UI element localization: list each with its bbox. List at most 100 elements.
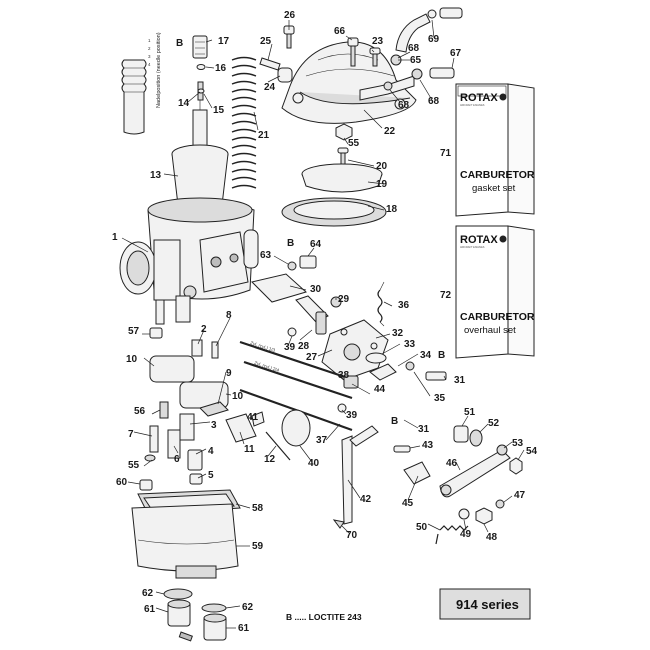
callout-47: 47 (514, 490, 526, 501)
part-65-washer (383, 81, 393, 91)
callout-63: 63 (260, 250, 272, 261)
callout-42: 42 (360, 494, 372, 505)
callout-35: 35 (434, 393, 446, 404)
callout-57: 57 (128, 326, 140, 337)
callout-13: 13 (150, 170, 162, 181)
needle-pos-3: 3 (148, 54, 151, 59)
callout-17: 17 (218, 36, 230, 47)
loctite-mark-31: B (391, 416, 398, 427)
part-40-butterfly (281, 409, 311, 447)
callout-69: 69 (428, 34, 440, 45)
part-11-bracket (225, 413, 257, 443)
part-32-choke-housing (321, 319, 389, 381)
series-box: 914 series (439, 588, 531, 620)
callout-labels: 1 2 3 4 5 6 7 8 9 10 10 11 12 13 14 15 1… (112, 10, 538, 634)
part-63-washer (287, 261, 297, 271)
part-30-starter (251, 273, 329, 335)
parts-layer: 1 2 3 4 Nadelposition (needle position) (119, 7, 523, 642)
part-36-spring (377, 281, 385, 327)
callout-26: 26 (284, 10, 296, 21)
part-24-cap (277, 67, 293, 83)
callout-58: 58 (252, 503, 264, 514)
callout-65: 65 (410, 55, 422, 66)
part-39-washer-a (287, 327, 297, 337)
part-66-screw (347, 37, 359, 67)
callout-60: 60 (116, 477, 128, 488)
part-2-screw (191, 339, 203, 357)
callout-18: 18 (386, 204, 398, 215)
kit-card-2-title: CARBURETOR (460, 311, 535, 323)
part-34-plate (369, 363, 397, 381)
callout-68a: 68 (398, 100, 410, 111)
part-59-float-bowl (131, 503, 239, 579)
callout-61b: 61 (238, 623, 250, 634)
callout-62b: 62 (242, 602, 254, 613)
loctite-markers: B B B B (176, 38, 445, 427)
kit-card-2-logo-icon (499, 235, 507, 243)
kit-card-gasket-set: ROTAX AIRCRAFT ENGINES CARBURETOR gasket… (455, 83, 535, 217)
callout-27: 27 (306, 352, 318, 363)
callout-62a: 62 (142, 588, 154, 599)
part-1-carb-body (119, 197, 259, 325)
part-64-jet (299, 255, 317, 269)
callout-51: 51 (464, 407, 476, 418)
callout-29: 29 (338, 294, 350, 305)
callout-54: 54 (526, 446, 538, 457)
part-50-spring (435, 525, 469, 545)
part-45-bracket (403, 461, 431, 485)
callout-71: 71 (440, 148, 452, 159)
callout-61a: 61 (144, 604, 156, 615)
part-16-ring (196, 64, 206, 70)
callout-39a: 39 (284, 342, 296, 353)
part-46-lever-arm (439, 449, 511, 498)
part-41-screw (251, 411, 265, 427)
part-48-nut (475, 507, 493, 525)
part-39-washer-b (337, 403, 347, 413)
callout-7: 7 (128, 429, 134, 440)
callout-49: 49 (460, 529, 472, 540)
callout-72: 72 (440, 290, 452, 301)
loctite-footnote: B ..... LOCTITE 243 (286, 612, 362, 622)
loctite-mark-34: B (438, 350, 445, 361)
callout-4: 4 (208, 446, 214, 457)
part-51-bolt (453, 425, 469, 443)
callout-34: 34 (420, 350, 432, 361)
part-67-screw (429, 67, 455, 79)
callout-46: 46 (446, 458, 458, 469)
callout-30: 30 (310, 284, 322, 295)
callout-31a: 31 (454, 375, 466, 386)
callout-66: 66 (334, 26, 346, 37)
callout-14: 14 (178, 98, 190, 109)
callout-55a: 55 (128, 460, 140, 471)
part-52-bush (469, 429, 483, 447)
part-43-screw (393, 445, 411, 453)
needle-pos-4: 4 (148, 62, 151, 67)
needle-pos-2: 2 (148, 46, 151, 51)
loctite-mark-17: B (176, 38, 183, 49)
callout-31b: 31 (418, 424, 430, 435)
part-22-top-cover (281, 41, 417, 124)
callout-9: 9 (226, 368, 232, 379)
part-56-screw (159, 401, 169, 419)
part-18-diaphragm (281, 197, 387, 227)
part-5-screw (189, 473, 203, 485)
part-47-washer (495, 499, 505, 509)
part-15-clip (197, 88, 205, 94)
kit-card-2-tagline: AIRCRAFT ENGINES (460, 246, 485, 249)
part-13-vacuum-piston (171, 109, 229, 212)
part-19-cup (301, 163, 383, 193)
callout-43: 43 (422, 440, 434, 451)
part-70-clip (332, 519, 345, 529)
part-3-jet-holder (179, 413, 195, 441)
part-57-plug (149, 327, 163, 339)
needle-pos-1: 1 (148, 38, 151, 43)
callout-37: 37 (316, 435, 328, 446)
callout-50: 50 (416, 522, 428, 533)
callout-53: 53 (512, 438, 524, 449)
leader-lines (121, 19, 525, 629)
part-17-screw (192, 35, 208, 59)
callout-3: 3 (211, 420, 217, 431)
callout-39b: 39 (346, 410, 358, 421)
part-68-washer-b (411, 68, 423, 80)
